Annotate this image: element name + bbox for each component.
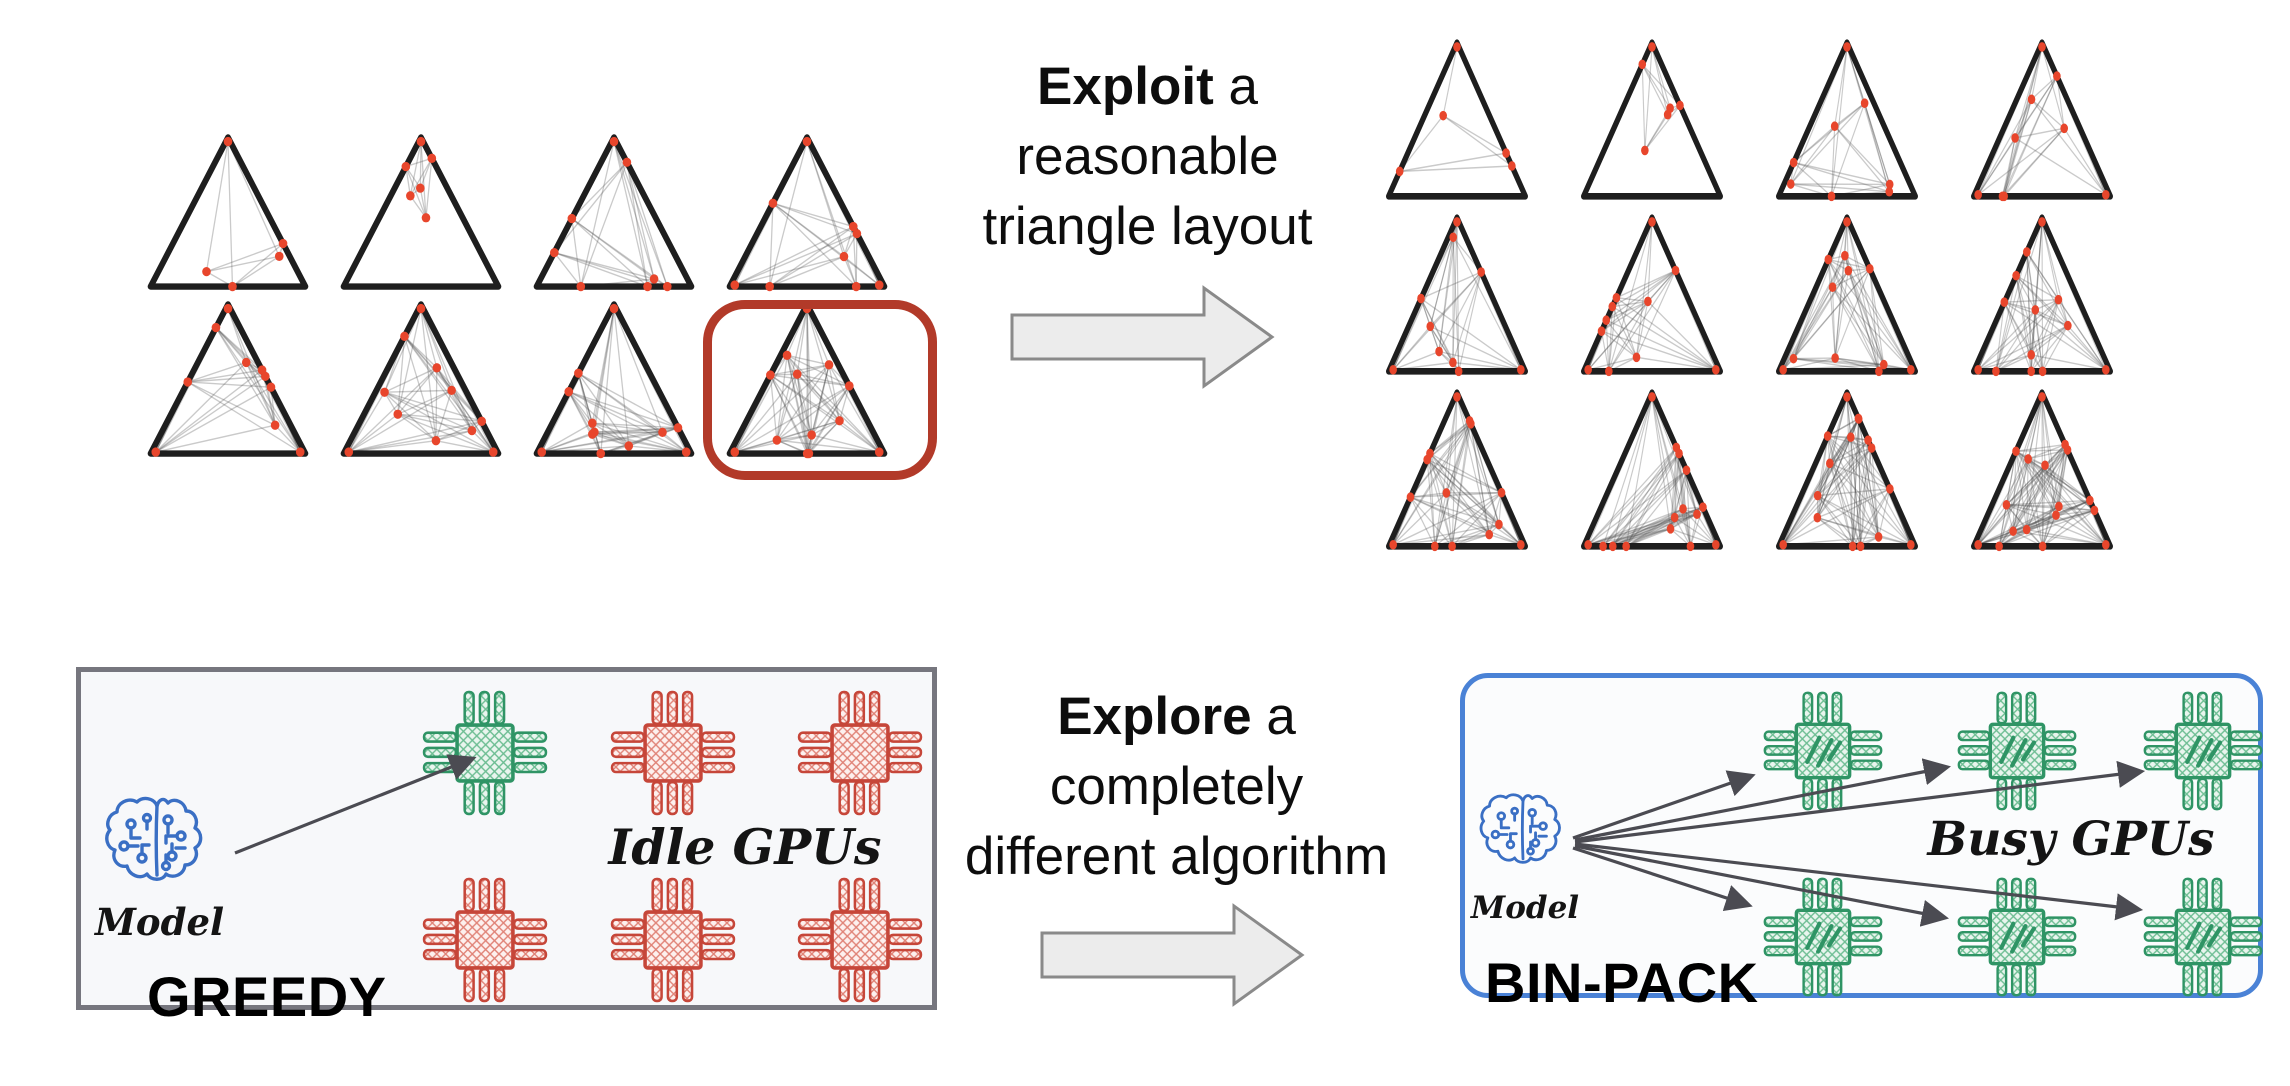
gpu-chip-green-busy-icon bbox=[1760, 874, 1886, 1000]
busy-gpus-label: Busy GPUs bbox=[1927, 812, 2215, 867]
triangle-graph bbox=[1576, 385, 1728, 554]
idle-gpus-label: Idle GPUs bbox=[608, 818, 882, 876]
triangle-graph bbox=[335, 297, 507, 461]
selected-triangle-highlight bbox=[703, 300, 937, 480]
triangle-graph bbox=[528, 130, 700, 294]
gpu-chip-green-busy-icon bbox=[2140, 874, 2266, 1000]
triangle-graph bbox=[1966, 35, 2118, 204]
binpack-title: BIN-PACK bbox=[1485, 951, 1759, 1014]
triangle-graph bbox=[335, 130, 507, 294]
triangle-graph bbox=[1771, 210, 1923, 379]
triangle-graph bbox=[1381, 385, 1533, 554]
gpu-chip-red-icon bbox=[794, 687, 926, 819]
gpu-chip-green-busy-icon bbox=[2140, 688, 2266, 814]
triangle-graph bbox=[721, 297, 893, 461]
triangle-graph bbox=[142, 130, 314, 294]
caption-line-3: different algorithm bbox=[964, 827, 1389, 886]
caption-line-3: triangle layout bbox=[982, 197, 1313, 256]
triangle-graph bbox=[1771, 35, 1923, 204]
gpu-chip-red-icon bbox=[607, 687, 739, 819]
triangle-graph bbox=[1771, 385, 1923, 554]
model-label: Model bbox=[94, 900, 225, 944]
binpack-panel: Model Busy GPUs BIN-PACK bbox=[1460, 673, 2266, 1014]
triangle-graph bbox=[1381, 35, 1533, 204]
explore-caption: Explore a completely different algorithm bbox=[954, 682, 1399, 892]
gpu-chip-red-icon bbox=[794, 874, 926, 1006]
triangle-graph bbox=[721, 130, 893, 294]
greedy-title: GREEDY bbox=[147, 965, 387, 1028]
model-brain-icon bbox=[1477, 784, 1569, 880]
caption-line-1-rest: a bbox=[1213, 57, 1258, 116]
caption-line-1: Explore a bbox=[954, 682, 1399, 752]
explore-arrow-icon bbox=[1038, 900, 1308, 1010]
caption-line-2: completely bbox=[1049, 757, 1304, 816]
triangle-graph bbox=[1576, 210, 1728, 379]
triangle-graph bbox=[528, 297, 700, 461]
model-brain-icon bbox=[102, 788, 212, 898]
caption-line-2: reasonable bbox=[1016, 127, 1279, 186]
triangle-graph bbox=[142, 297, 314, 461]
exploit-keyword: Exploit bbox=[1037, 57, 1214, 116]
exploit-arrow-icon bbox=[1008, 282, 1278, 392]
triangle-graph bbox=[1966, 385, 2118, 554]
explore-keyword: Explore bbox=[1057, 687, 1252, 746]
greedy-panel: Model Idle GPUs GREEDY bbox=[76, 667, 937, 1028]
triangle-graph bbox=[1966, 210, 2118, 379]
gpu-chip-red-icon bbox=[607, 874, 739, 1006]
gpu-chip-red-icon bbox=[419, 874, 551, 1006]
gpu-chip-green-busy-icon bbox=[1954, 688, 2080, 814]
caption-line-1: Exploit a bbox=[925, 52, 1370, 122]
triangle-graph bbox=[1576, 35, 1728, 204]
exploit-caption: Exploit a reasonable triangle layout bbox=[925, 52, 1370, 262]
model-label: Model bbox=[1470, 890, 1580, 926]
triangle-graph bbox=[1381, 210, 1533, 379]
gpu-chip-green-busy-icon bbox=[1760, 688, 1886, 814]
caption-line-1-rest: a bbox=[1251, 687, 1296, 746]
